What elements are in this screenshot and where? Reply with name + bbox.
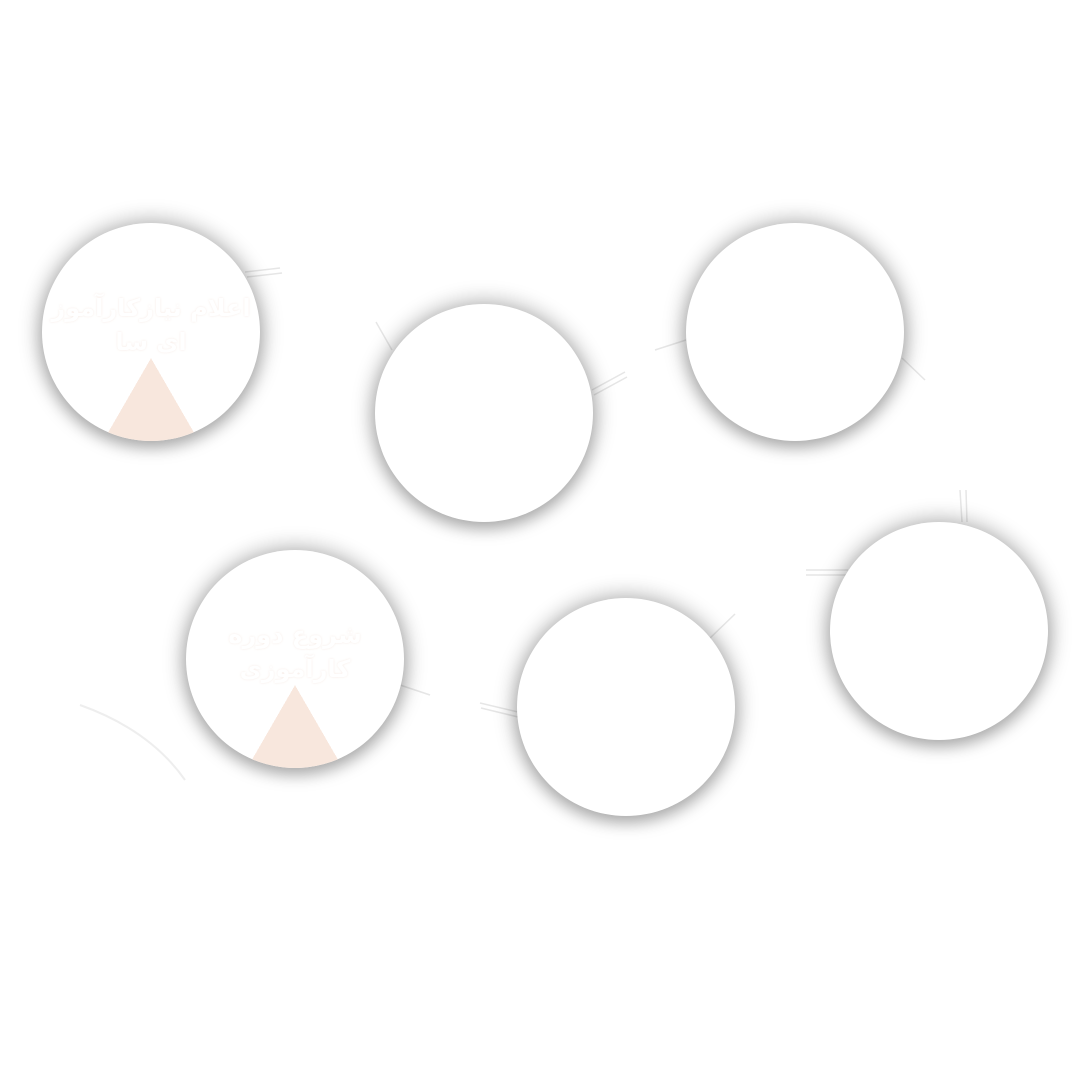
connector-3b: [593, 376, 628, 396]
connector-9: [399, 684, 431, 696]
step-circle-5: [517, 598, 735, 816]
decorative-arc: [79, 704, 186, 781]
step-circle-4: شروع دوره کارآموزی: [186, 550, 404, 768]
step-label: شروع دوره کارآموزی: [186, 618, 404, 686]
connector-4: [654, 339, 687, 351]
connector-8: [707, 613, 736, 641]
step-circle-3: [686, 223, 904, 441]
step-label-line1: شروع دوره: [228, 621, 362, 649]
accent-wedge: [186, 550, 404, 768]
connector-3: [591, 371, 626, 391]
connector-5: [901, 357, 926, 381]
step-circle-2: [375, 304, 593, 522]
connector-2: [375, 321, 393, 351]
step-label-line1: اعلام نیازکارآموز: [51, 294, 251, 322]
step-circle-1: اعلام نیازکارآموز ای سا: [42, 223, 260, 441]
step-label: اعلام نیازکارآموز ای سا: [42, 291, 260, 359]
step-circle-6: [830, 522, 1048, 740]
connector-6: [959, 489, 963, 523]
step-label-line2: کارآموزی: [239, 655, 351, 683]
connector-6b: [965, 489, 968, 523]
step-label-line2: ای سا: [115, 328, 187, 356]
connector-10: [479, 702, 519, 713]
accent-wedge: [42, 223, 260, 441]
connector-10b: [480, 707, 519, 718]
